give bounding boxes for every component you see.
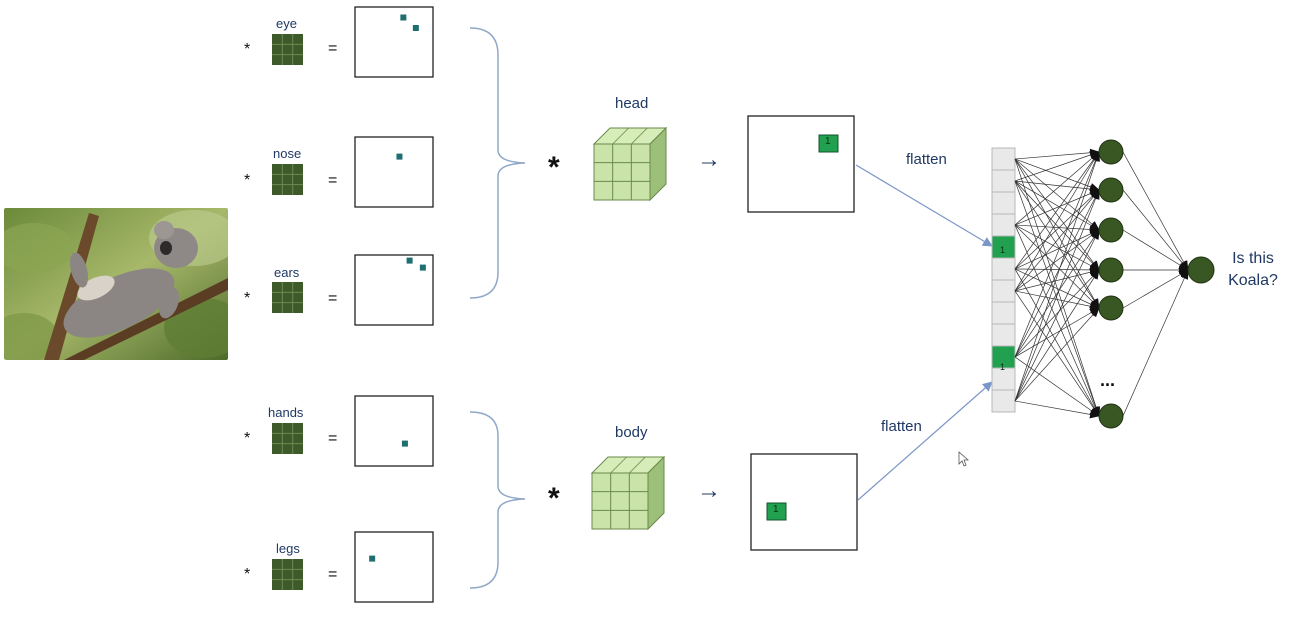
kernel-nose xyxy=(272,164,303,195)
mouse-cursor-icon xyxy=(958,451,970,467)
feature-dot xyxy=(412,25,419,31)
convolve-operator: * xyxy=(244,290,251,307)
feature-map-nose xyxy=(354,136,434,208)
flatten-cell xyxy=(991,147,1016,171)
equals-operator: = xyxy=(328,172,338,189)
flatten-cell xyxy=(991,257,1016,281)
feature-dot xyxy=(396,153,403,160)
head-arrow-icon: → xyxy=(697,146,721,173)
body-arrow-icon: → xyxy=(697,477,721,504)
kernels xyxy=(272,34,303,590)
feature-map-ears xyxy=(354,254,434,326)
head-bracket xyxy=(469,27,526,299)
body-label: body xyxy=(615,424,648,441)
feature-dot xyxy=(369,555,376,562)
feature-label-nose: nose xyxy=(273,146,302,161)
body-activation-cell xyxy=(766,502,787,521)
hidden-neuron xyxy=(1098,403,1124,429)
feature-label-legs: legs xyxy=(276,541,300,556)
flatten-arrow-bottom xyxy=(857,381,993,501)
flatten-vector xyxy=(991,147,1016,413)
flatten-arrow-top xyxy=(855,164,993,247)
feature-label-hands: hands xyxy=(268,405,304,420)
head-activation-value: 1 xyxy=(825,136,831,147)
head-filter-cube xyxy=(592,126,668,202)
hidden-neuron xyxy=(1098,295,1124,321)
head-feature-map xyxy=(747,115,855,213)
kernel-legs xyxy=(272,559,303,590)
feature-maps xyxy=(354,6,434,603)
feature-map-hands xyxy=(354,395,434,467)
body-convolve-operator: * xyxy=(548,482,560,515)
feature-dot xyxy=(419,264,426,271)
kernel-hands xyxy=(272,423,303,454)
body-filter-cube xyxy=(590,455,666,531)
body-feature-map xyxy=(750,453,858,551)
equals-operator: = xyxy=(328,290,338,307)
feature-map-eye xyxy=(354,6,434,78)
feature-label-eye: eye xyxy=(276,16,297,31)
hidden-neuron xyxy=(1098,139,1124,165)
network-edges xyxy=(1014,148,1189,419)
flatten-cell xyxy=(991,389,1016,413)
head-activation-cell xyxy=(818,134,839,153)
feature-map-legs xyxy=(354,531,434,603)
kernel-ears xyxy=(272,282,303,313)
flatten-cell xyxy=(991,279,1016,303)
hidden-neuron xyxy=(1098,257,1124,283)
flatten-cell xyxy=(991,169,1016,193)
body-bracket xyxy=(469,411,526,589)
flatten-cell xyxy=(991,213,1016,237)
head-convolve-operator: * xyxy=(548,151,560,184)
network-nodes xyxy=(1098,139,1215,429)
body-activation-value: 1 xyxy=(773,504,779,515)
question-line-1: Is this xyxy=(1232,250,1274,267)
convolve-operator: * xyxy=(244,172,251,189)
equals-operator: = xyxy=(328,430,338,447)
hidden-neuron xyxy=(1098,217,1124,243)
feature-dot xyxy=(401,440,408,447)
feature-dot xyxy=(400,14,407,21)
flatten-cell-value: 1 xyxy=(1000,362,1006,372)
question-line-2: Koala? xyxy=(1228,272,1278,289)
convolve-operator: * xyxy=(244,566,251,583)
output-neuron xyxy=(1187,256,1215,284)
hidden-neuron xyxy=(1098,177,1124,203)
flatten-cell xyxy=(991,191,1016,215)
head-label: head xyxy=(615,95,649,112)
flatten-label-top: flatten xyxy=(906,151,947,168)
flatten-label-bottom: flatten xyxy=(881,418,922,435)
hidden-nodes-ellipsis: ... xyxy=(1100,370,1116,390)
kernel-eye xyxy=(272,34,303,65)
equals-operator: = xyxy=(328,566,338,583)
koala-photo xyxy=(4,208,228,360)
feature-dot xyxy=(406,257,413,264)
output-question: Is this Koala? xyxy=(1218,248,1288,292)
flatten-cell xyxy=(991,323,1016,347)
feature-label-ears: ears xyxy=(274,265,300,280)
convolve-operator: * xyxy=(244,41,251,58)
flatten-cell xyxy=(991,301,1016,325)
convolve-operator: * xyxy=(244,430,251,447)
flatten-cell-value: 1 xyxy=(1000,245,1006,255)
equals-operator: = xyxy=(328,40,338,57)
